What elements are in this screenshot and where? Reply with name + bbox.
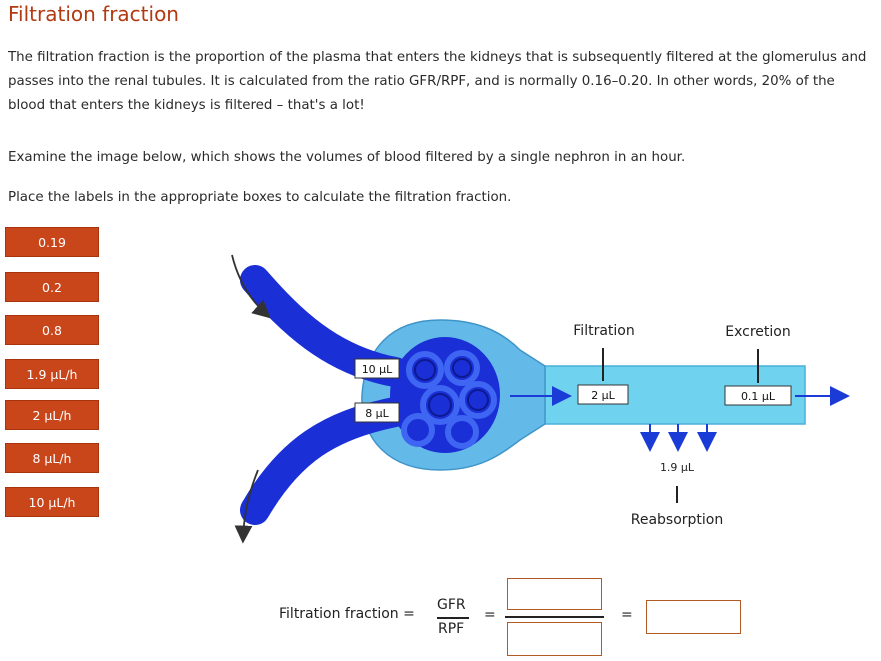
blood-in-arrow bbox=[231, 254, 271, 319]
excretion-volume-box bbox=[724, 385, 792, 406]
in-volume-box bbox=[354, 358, 400, 379]
result-drop-box[interactable] bbox=[646, 600, 741, 634]
out-volume-label: 8 µL bbox=[365, 407, 389, 420]
blood-out-arrow bbox=[234, 469, 259, 544]
bowmans-capsule bbox=[361, 319, 546, 471]
label-0-19[interactable]: 0.19 bbox=[5, 227, 99, 257]
formula-numerator: GFR bbox=[437, 597, 466, 613]
afferent-arteriole bbox=[240, 265, 410, 387]
glomerulus bbox=[390, 337, 500, 453]
formula-equals-1: = bbox=[484, 607, 496, 623]
excretion-volume-label: 0.1 µL bbox=[741, 390, 776, 403]
answer-fraction-bar bbox=[505, 616, 604, 618]
label-8-ul-h[interactable]: 8 µL/h bbox=[5, 443, 99, 473]
label-10-ul-h[interactable]: 10 µL/h bbox=[5, 487, 99, 517]
formula-denominator: RPF bbox=[438, 621, 465, 637]
in-volume-label: 10 µL bbox=[362, 363, 393, 376]
formula-equals-2: = bbox=[621, 607, 633, 623]
intro-paragraph: The filtration fraction is the proportio… bbox=[8, 50, 867, 113]
excretion-heading: Excretion bbox=[725, 324, 790, 340]
reabsorption-heading: Reabsorption bbox=[631, 512, 724, 528]
denominator-drop-box[interactable] bbox=[507, 622, 602, 656]
label-0-8[interactable]: 0.8 bbox=[5, 315, 99, 345]
efferent-arteriole bbox=[240, 397, 410, 525]
label-1-9-ul-h[interactable]: 1.9 µL/h bbox=[5, 359, 99, 389]
out-volume-box bbox=[354, 402, 400, 423]
page-title: Filtration fraction bbox=[8, 2, 179, 26]
reabsorption-volume-label: 1.9 µL bbox=[660, 461, 695, 474]
formula-fraction-bar bbox=[437, 617, 469, 619]
filtration-volume-label: 2 µL bbox=[591, 389, 615, 402]
numerator-drop-box[interactable] bbox=[507, 578, 602, 610]
label-0-2[interactable]: 0.2 bbox=[5, 272, 99, 302]
filtration-volume-box bbox=[577, 384, 629, 405]
renal-tubule bbox=[539, 365, 806, 425]
filtration-heading: Filtration bbox=[573, 323, 634, 339]
label-2-ul-h[interactable]: 2 µL/h bbox=[5, 400, 99, 430]
instruction-paragraph: Place the labels in the appropriate boxe… bbox=[8, 190, 512, 205]
formula-lhs: Filtration fraction = bbox=[279, 606, 415, 622]
examine-paragraph: Examine the image below, which shows the… bbox=[8, 150, 686, 165]
